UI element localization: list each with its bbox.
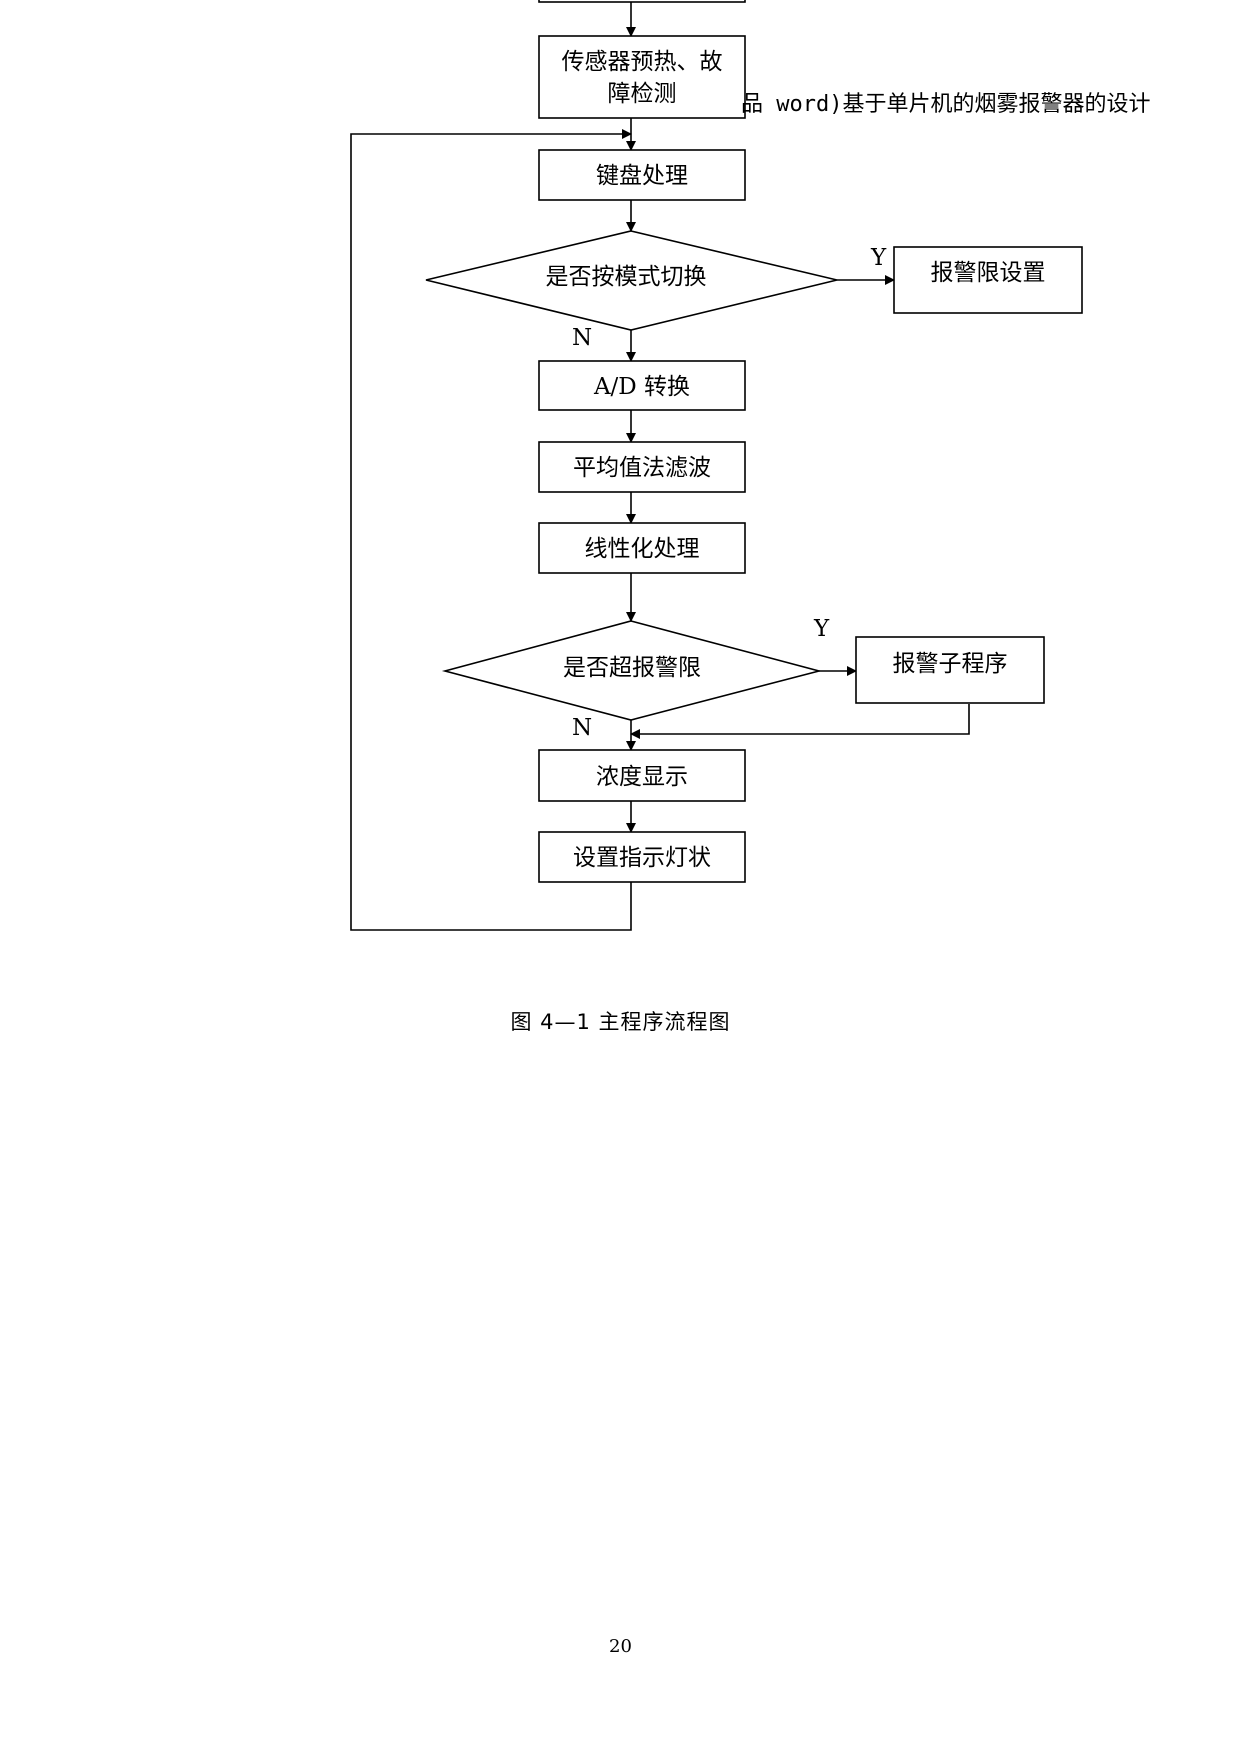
node-indicator-box (538, 831, 746, 883)
node-sensor-line1: 传感器预热、故 (562, 49, 723, 75)
label-mode-yes: Y (870, 245, 887, 271)
node-indicator-text: 设置指示灯状 (573, 845, 711, 871)
node-over-limit-diamond (441, 620, 823, 721)
node-display-box (538, 749, 746, 802)
node-sensor-box (538, 35, 746, 119)
node-ad-box (538, 360, 746, 411)
top-box-stub (538, 0, 746, 3)
document-header: 品 word)基于单片机的烟雾报警器的设计 (741, 92, 1151, 117)
label-mode-no: N (572, 325, 592, 351)
node-alarm-limit-text: 报警限设置 (931, 260, 1046, 286)
node-filter-box (538, 441, 746, 493)
flowchart-diagram: 传感器预热、故 障检测 键盘处理 是否按模式切换 报警限设置 A/D 转换 平均… (350, 0, 1083, 931)
node-linearize-box (538, 522, 746, 574)
node-linearize-text: 线性化处理 (585, 536, 700, 562)
node-ad-text: A/D 转换 (593, 374, 690, 400)
node-keyboard-box (538, 149, 746, 201)
node-mode-switch-diamond (425, 230, 838, 331)
node-alarm-sub-box (855, 636, 1045, 704)
node-alarm-limit-box (893, 246, 1083, 314)
node-display-text: 浓度显示 (596, 764, 688, 790)
edge-loop-back (350, 129, 632, 931)
figure-caption: 图 4—1 主程序流程图 (510, 1010, 731, 1034)
node-filter-text: 平均值法滤波 (573, 455, 711, 481)
label-limit-yes: Y (813, 616, 830, 642)
node-over-limit-text: 是否超报警限 (563, 655, 701, 681)
node-mode-switch-text: 是否按模式切换 (546, 264, 707, 290)
page-number: 20 (609, 1636, 632, 1657)
node-sensor-line2: 障检测 (608, 81, 677, 107)
node-alarm-sub-text: 报警子程序 (893, 651, 1008, 677)
label-limit-no: N (572, 715, 592, 741)
node-keyboard-text: 键盘处理 (596, 163, 688, 189)
edge-alarm-return (630, 704, 970, 739)
